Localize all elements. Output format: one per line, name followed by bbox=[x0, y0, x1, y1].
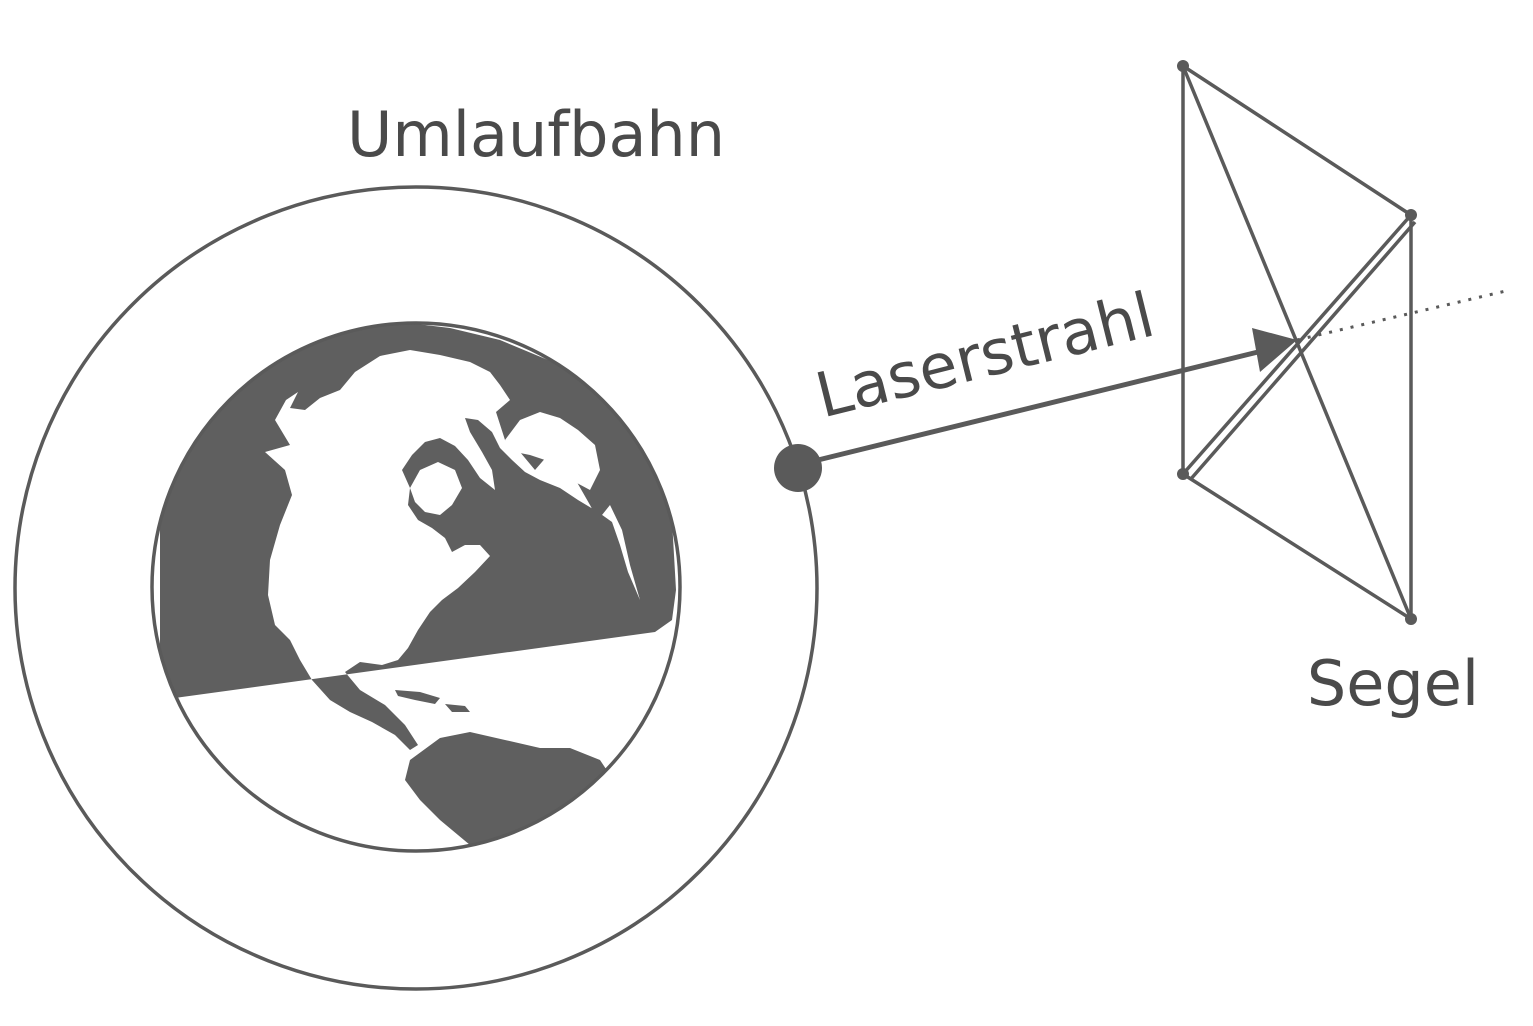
laser-beam-arrowhead bbox=[1252, 328, 1297, 372]
greenland-gap bbox=[505, 412, 600, 490]
sail-corner-top-right bbox=[1405, 209, 1417, 221]
caribbean-islands bbox=[395, 690, 440, 704]
earth-outline bbox=[150, 321, 682, 853]
sail-corner-bottom-right bbox=[1405, 613, 1417, 625]
orbit-label: Umlaufbahn bbox=[347, 98, 725, 171]
earth-globe bbox=[150, 321, 682, 853]
sail-frame bbox=[1181, 62, 1417, 623]
sail-corner-top-left bbox=[1177, 60, 1189, 72]
sail-diagonal-2b bbox=[1188, 220, 1417, 482]
south-america-landmass bbox=[405, 732, 620, 851]
sail-diagonal-2 bbox=[1181, 213, 1413, 476]
caribbean-islands-2 bbox=[445, 704, 470, 712]
sail-label: Segel bbox=[1307, 647, 1479, 720]
sail-corner-points bbox=[1177, 60, 1417, 625]
hudson-bay bbox=[410, 462, 462, 515]
laser-label: Laserstrahl bbox=[809, 278, 1162, 432]
sail-corner-bottom-left bbox=[1177, 468, 1189, 480]
laser-source-satellite bbox=[774, 444, 822, 492]
laser-beam-continuation bbox=[1296, 288, 1511, 342]
orbit-ring bbox=[13, 185, 819, 991]
